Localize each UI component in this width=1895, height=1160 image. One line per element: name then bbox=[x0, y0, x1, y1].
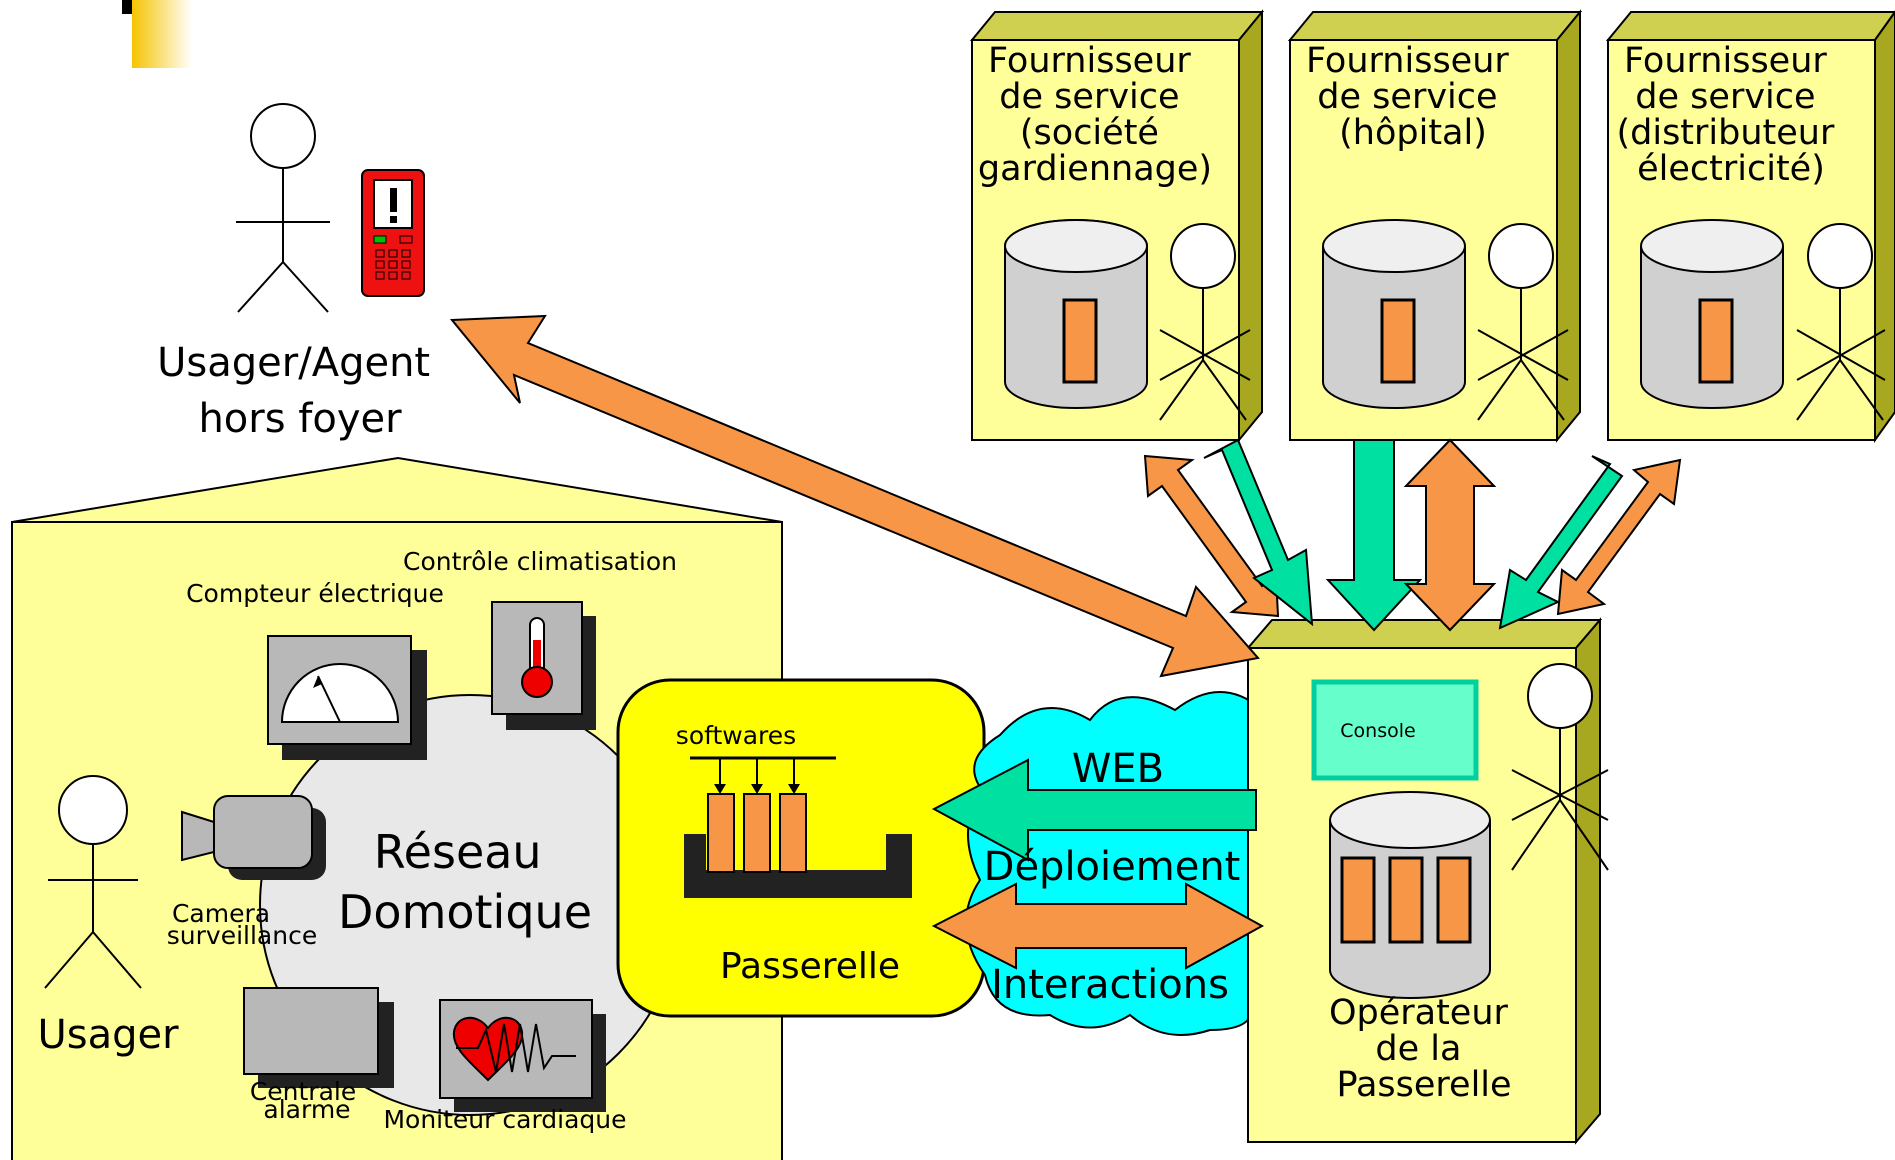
provider-1-interaction-arrow bbox=[1143, 454, 1280, 618]
slide-corner-mark bbox=[122, 0, 132, 14]
electric-meter-label: Compteur électrique bbox=[186, 579, 444, 608]
operator-bundle-3 bbox=[1436, 856, 1472, 944]
alarm-central-icon bbox=[243, 987, 394, 1088]
heart-monitor-icon bbox=[439, 999, 606, 1112]
provider-3-deploy-arrow bbox=[1498, 455, 1624, 630]
camera-label: Camera surveillance bbox=[167, 899, 317, 950]
provider-box-3: Fournisseur de service (distributeur éle… bbox=[1605, 10, 1895, 444]
console-label: Console bbox=[1340, 720, 1415, 742]
gateway-label: Passerelle bbox=[720, 946, 900, 987]
software-bundle-3 bbox=[779, 793, 807, 873]
provider-1-label: Fournisseur de service (société gardienn… bbox=[978, 41, 1212, 189]
remote-user-label: Usager/Agent hors foyer bbox=[157, 340, 443, 442]
mobile-phone-icon bbox=[361, 169, 425, 297]
house-roof bbox=[11, 456, 783, 523]
operator-label: Opérateur de la Passerelle bbox=[1329, 993, 1519, 1105]
local-user-label: Usager bbox=[37, 1012, 179, 1058]
gateway-box: softwares Passerelle bbox=[616, 678, 986, 1018]
local-user-stickfigure bbox=[44, 775, 142, 989]
remote-interaction-arrow bbox=[449, 314, 1260, 678]
provider-2-label: Fournisseur de service (hôpital) bbox=[1306, 41, 1520, 153]
thermostat-icon bbox=[491, 601, 596, 730]
console-panel bbox=[1311, 679, 1479, 781]
operator-box: Console Opérateur de la Passerelle bbox=[1245, 617, 1609, 1145]
provider-1-deploy-arrow bbox=[1203, 438, 1314, 627]
operator-bundle-2 bbox=[1388, 856, 1424, 944]
software-bundle-2 bbox=[743, 793, 771, 873]
operator-bundle-1 bbox=[1340, 856, 1376, 944]
slide-corner-accent bbox=[132, 0, 192, 68]
alarm-central-label: Centrale alarme bbox=[250, 1077, 364, 1124]
provider-box-1: Fournisseur de service (société gardienn… bbox=[969, 9, 1265, 443]
provider-2-deploy-arrow bbox=[1325, 439, 1423, 632]
softwares-label: softwares bbox=[676, 721, 796, 750]
web-deploy-arrow bbox=[931, 758, 1257, 862]
interactions-arrow bbox=[931, 882, 1265, 970]
software-bundle-1 bbox=[707, 793, 735, 873]
deploy-label: Déploiement bbox=[984, 844, 1241, 890]
provider-box-2: Fournisseur de service (hôpital) bbox=[1287, 9, 1583, 443]
camera-icon bbox=[181, 795, 326, 880]
home-network-label: Réseau Domotique bbox=[338, 825, 592, 939]
provider-3-label: Fournisseur de service (distributeur éle… bbox=[1616, 41, 1845, 189]
provider-3-interaction-arrow bbox=[1556, 458, 1682, 616]
electric-meter-icon bbox=[267, 635, 427, 760]
interactions-label: Interactions bbox=[991, 962, 1229, 1008]
provider-2-interaction-arrow bbox=[1403, 438, 1497, 632]
remote-user-stickfigure bbox=[236, 103, 330, 313]
web-label: WEB bbox=[1072, 746, 1164, 792]
heart-monitor-label: Moniteur cardiaque bbox=[383, 1105, 626, 1134]
thermostat-label: Contrôle climatisation bbox=[403, 547, 677, 576]
